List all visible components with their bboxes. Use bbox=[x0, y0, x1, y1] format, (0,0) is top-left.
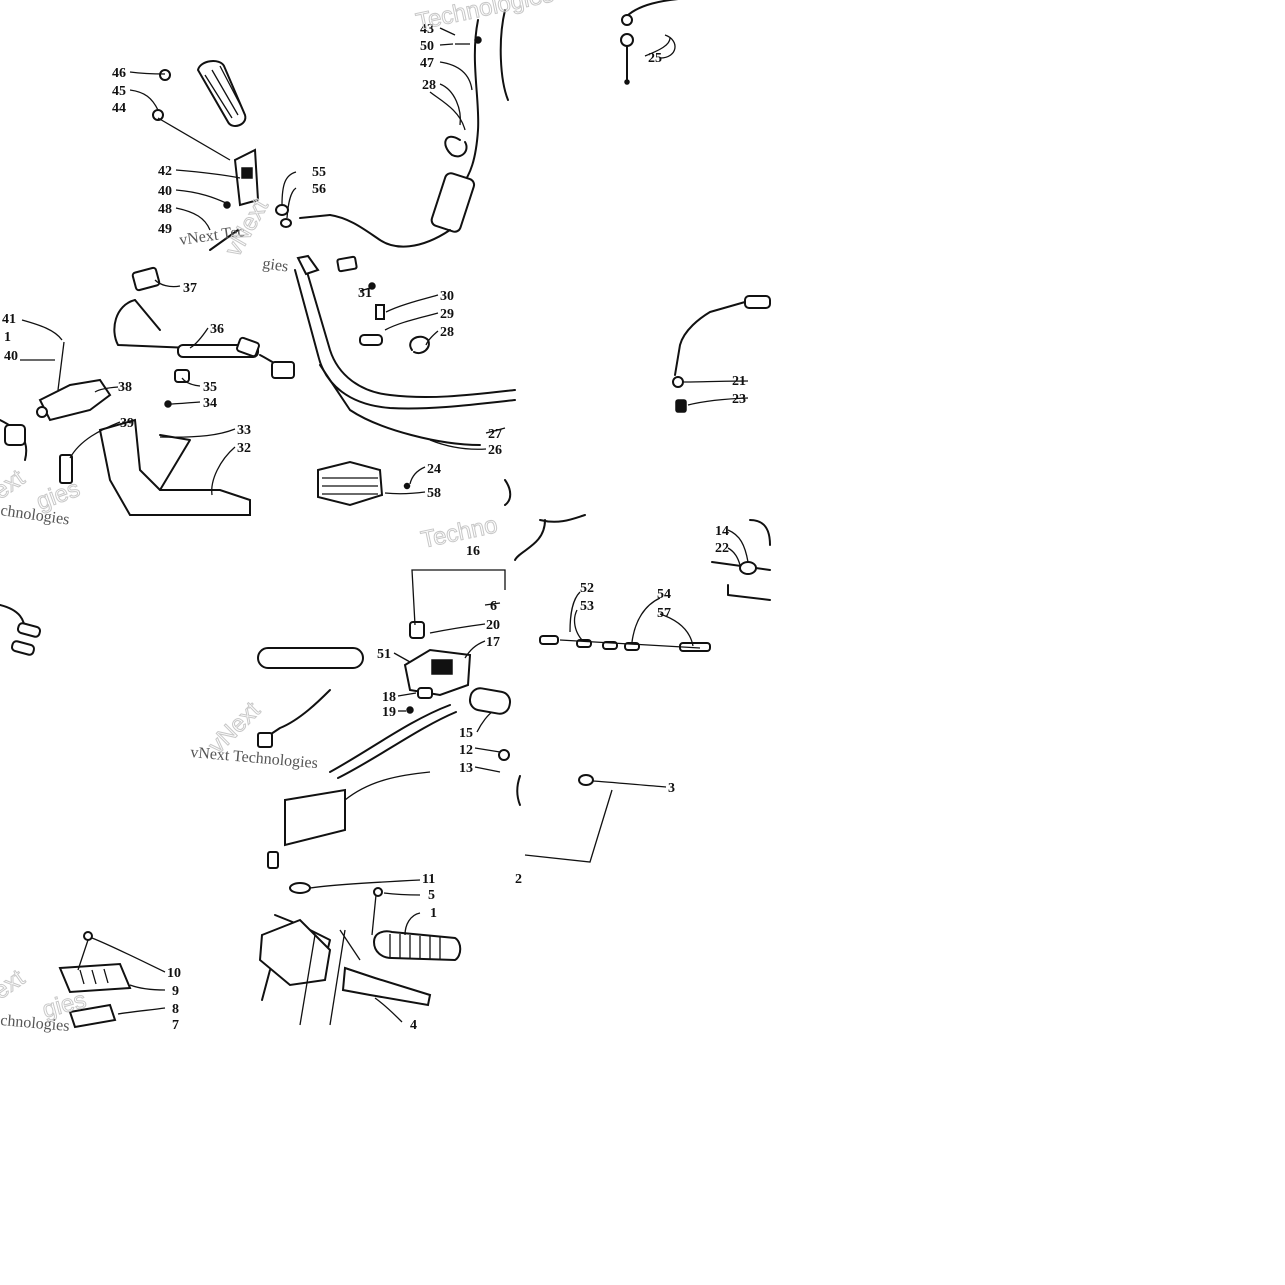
callout-52: 52 bbox=[580, 581, 594, 596]
callout-28-mid: 28 bbox=[440, 325, 454, 340]
tile-connectors bbox=[539, 519, 771, 652]
callout-37: 37 bbox=[183, 281, 197, 296]
watermark-techno-top: Technologies bbox=[414, 0, 557, 36]
callout-labels: 46 45 44 42 40 48 49 43 50 47 28 55 56 2… bbox=[2, 22, 746, 1033]
tile-pin bbox=[516, 774, 613, 863]
callout-31: 31 bbox=[358, 286, 372, 301]
callout-47: 47 bbox=[420, 56, 434, 71]
callout-32: 32 bbox=[237, 441, 251, 456]
callout-20: 20 bbox=[486, 618, 500, 633]
tile-lever-assembly bbox=[258, 788, 462, 1007]
callout-42: 42 bbox=[158, 164, 172, 179]
watermark-ext-bottom: ext bbox=[0, 964, 30, 1005]
tile-wire-ends bbox=[0, 604, 42, 656]
callout-11: 11 bbox=[422, 872, 435, 887]
callout-9: 9 bbox=[172, 984, 179, 999]
watermark-vnext-technologies: vNext Technologies bbox=[190, 744, 319, 772]
callout-36: 36 bbox=[210, 322, 224, 337]
callout-3: 3 bbox=[668, 781, 675, 796]
callout-40-top: 40 bbox=[158, 184, 172, 199]
tile-throttle-cable bbox=[275, 9, 509, 248]
callout-28-top: 28 bbox=[422, 78, 436, 93]
callout-38: 38 bbox=[118, 380, 132, 395]
callout-43: 43 bbox=[420, 22, 434, 37]
callout-56: 56 bbox=[312, 182, 326, 197]
callout-33: 33 bbox=[237, 423, 251, 438]
tile-handlebar bbox=[294, 254, 516, 507]
callout-22: 22 bbox=[715, 541, 729, 556]
callout-44: 44 bbox=[112, 101, 126, 116]
callout-2: 2 bbox=[515, 872, 522, 887]
callout-27: 27 bbox=[488, 427, 502, 442]
callout-1: 1 bbox=[430, 906, 437, 921]
watermark-chnologies-bottom: chnologies bbox=[0, 1012, 70, 1035]
callout-16: 16 bbox=[466, 544, 480, 559]
callout-26: 26 bbox=[488, 443, 502, 458]
leader-lines bbox=[20, 27, 749, 1026]
callout-24: 24 bbox=[427, 462, 441, 477]
callout-57: 57 bbox=[657, 606, 671, 621]
tile-cable-bend bbox=[672, 295, 771, 413]
callout-5: 5 bbox=[428, 888, 435, 903]
tile-switch-block bbox=[257, 514, 586, 779]
callout-49: 49 bbox=[158, 222, 172, 237]
callout-14: 14 bbox=[715, 524, 729, 539]
tile-hood-bracket bbox=[0, 266, 295, 516]
watermark-techno-mid: Techno bbox=[419, 511, 500, 554]
callout-35: 35 bbox=[203, 380, 217, 395]
callout-58: 58 bbox=[427, 486, 441, 501]
callout-13: 13 bbox=[459, 761, 473, 776]
callout-4: 4 bbox=[410, 1018, 417, 1033]
callout-40-left: 40 bbox=[4, 349, 18, 364]
callout-39: 39 bbox=[120, 416, 134, 431]
callout-55: 55 bbox=[312, 165, 326, 180]
tile-cable-end bbox=[620, 0, 679, 85]
callout-19: 19 bbox=[382, 705, 396, 720]
callout-18: 18 bbox=[382, 690, 396, 705]
watermark-ext-left: ext bbox=[0, 464, 30, 505]
callout-34: 34 bbox=[203, 396, 217, 411]
callout-54: 54 bbox=[657, 587, 671, 602]
callout-17: 17 bbox=[486, 635, 500, 650]
callout-1-left: 1 bbox=[4, 330, 11, 345]
callout-25: 25 bbox=[648, 51, 662, 66]
callout-50: 50 bbox=[420, 39, 434, 54]
watermark-gies-center: gies bbox=[261, 255, 289, 275]
watermarks: Technologies vNext Tec vNext gies ext gi… bbox=[0, 0, 557, 1035]
tile-grip-switch bbox=[152, 60, 260, 251]
callout-7: 7 bbox=[172, 1018, 179, 1033]
callout-41: 41 bbox=[2, 312, 16, 327]
callout-46: 46 bbox=[112, 66, 126, 81]
callout-30: 30 bbox=[440, 289, 454, 304]
callout-23: 23 bbox=[732, 392, 746, 407]
callout-12: 12 bbox=[459, 743, 473, 758]
callout-48: 48 bbox=[158, 202, 172, 217]
callout-29: 29 bbox=[440, 307, 454, 322]
callout-45: 45 bbox=[112, 84, 126, 99]
callout-53: 53 bbox=[580, 599, 594, 614]
callout-51: 51 bbox=[377, 647, 391, 662]
callout-10: 10 bbox=[167, 966, 181, 981]
callout-21: 21 bbox=[732, 374, 746, 389]
tile-cover-plate bbox=[58, 931, 132, 1029]
callout-15: 15 bbox=[459, 726, 473, 741]
callout-8: 8 bbox=[172, 1002, 179, 1017]
callout-6: 6 bbox=[490, 599, 497, 614]
